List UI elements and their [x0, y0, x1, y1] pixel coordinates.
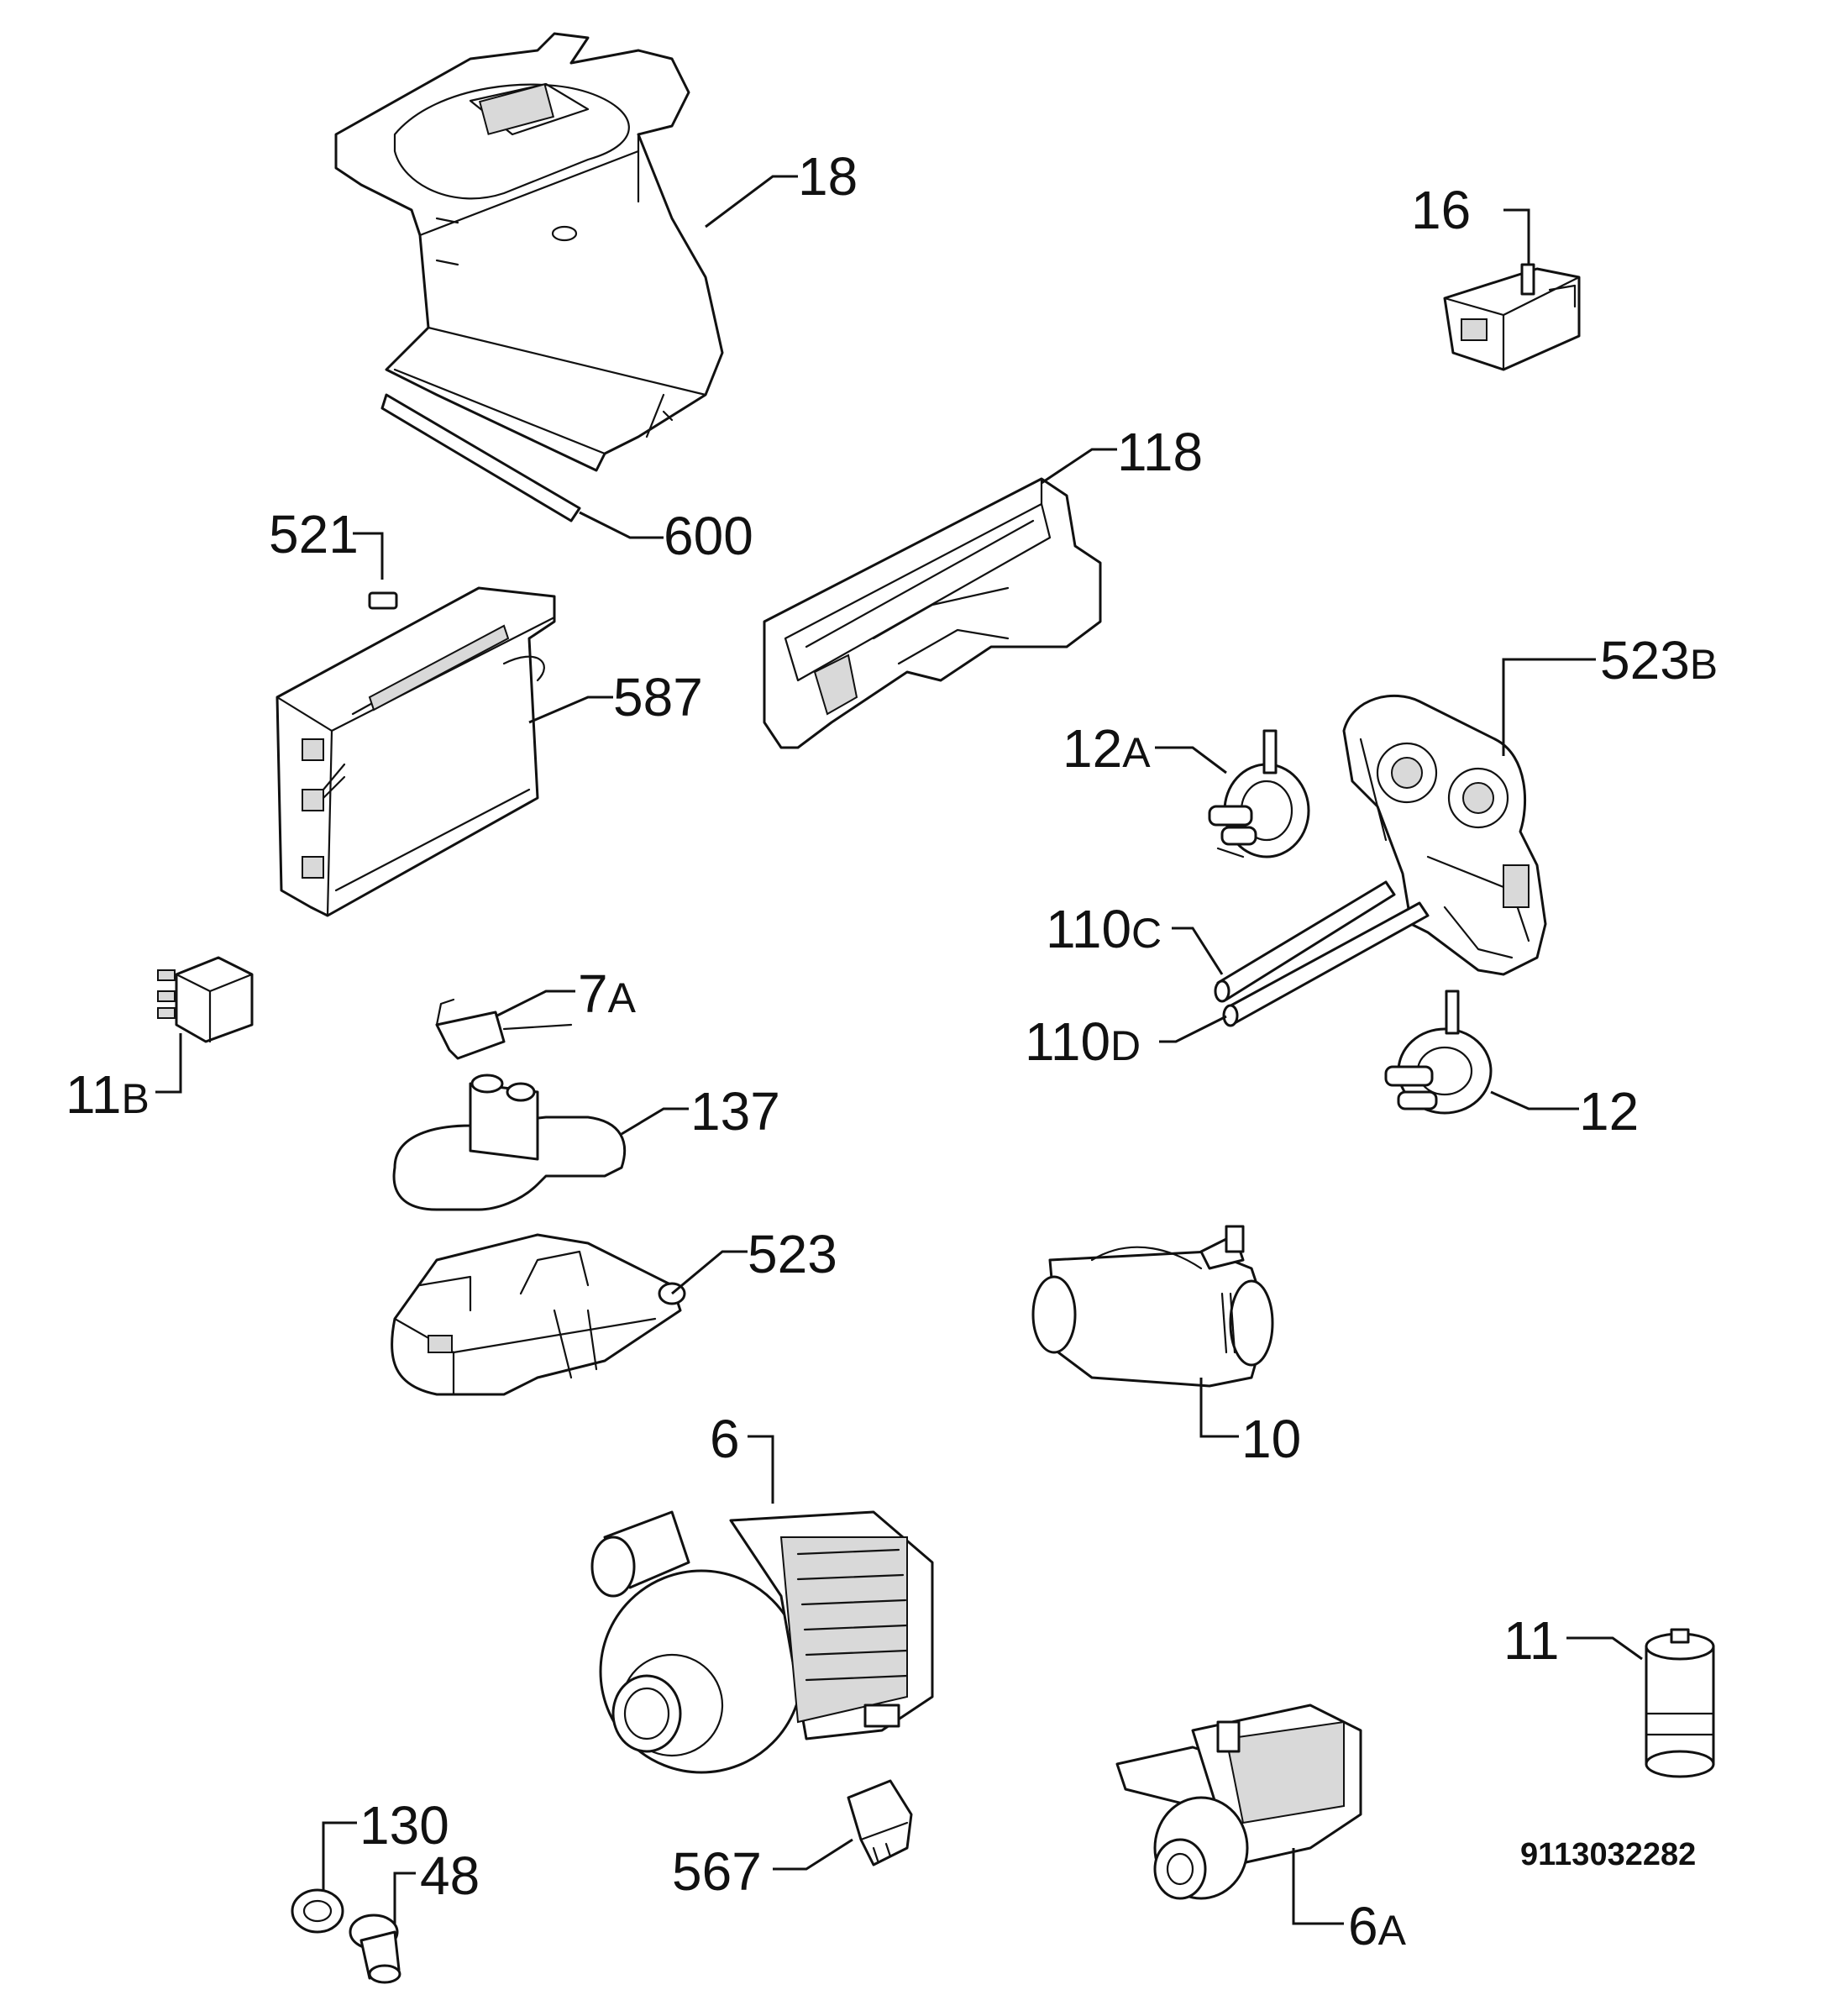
label-137: 137 — [690, 1081, 780, 1142]
leader-11b — [155, 1033, 182, 1094]
leader-110c — [1172, 927, 1224, 975]
part-16-switch — [1443, 263, 1581, 371]
part-11b-relay — [157, 956, 254, 1043]
leader-12 — [1490, 1090, 1579, 1110]
leader-6 — [748, 1435, 774, 1504]
label-130: 130 — [359, 1795, 449, 1856]
leader-6a — [1292, 1848, 1344, 1925]
part-10-drain-pump — [1031, 1225, 1274, 1388]
label-6: 6 — [710, 1409, 740, 1469]
leader-48 — [393, 1872, 416, 1924]
label-11b: 11B — [66, 1064, 150, 1125]
part-523b-bracket — [1342, 695, 1547, 976]
leader-110d — [1159, 1015, 1227, 1043]
part-110c-hose — [1214, 880, 1396, 1003]
label-521: 521 — [269, 504, 359, 564]
part-12-pressure-switch — [1384, 990, 1493, 1115]
part-118-dispenser — [763, 477, 1102, 749]
label-12: 12 — [1579, 1081, 1639, 1142]
part-11-capacitor — [1645, 1628, 1715, 1778]
leader-18 — [705, 175, 798, 228]
label-523b: 523B — [1600, 630, 1718, 690]
leader-130 — [322, 1821, 357, 1890]
part-567-clip — [847, 1779, 913, 1866]
label-110d: 110D — [1025, 1011, 1141, 1072]
label-567: 567 — [672, 1841, 762, 1902]
label-6a: 6A — [1348, 1896, 1407, 1956]
leader-10 — [1199, 1378, 1239, 1438]
part-587-control-module — [275, 586, 556, 917]
label-16: 16 — [1411, 180, 1471, 240]
part-12a-pressure-switch — [1208, 729, 1310, 858]
part-521-connector — [368, 591, 398, 610]
label-12a: 12A — [1063, 718, 1151, 779]
leader-12a — [1155, 746, 1227, 774]
label-587: 587 — [613, 667, 703, 727]
part-110d-hose — [1222, 901, 1430, 1027]
part-6-circulation-pump — [590, 1510, 934, 1774]
leader-567 — [773, 1838, 853, 1871]
leader-16 — [1503, 208, 1530, 265]
document-code: 9113032282 — [1520, 1837, 1696, 1872]
label-523: 523 — [748, 1224, 837, 1284]
leader-137 — [621, 1107, 689, 1136]
label-600: 600 — [664, 506, 753, 566]
label-10: 10 — [1241, 1409, 1301, 1469]
label-118: 118 — [1117, 422, 1203, 482]
leader-523 — [671, 1250, 748, 1295]
part-48-plug — [349, 1914, 401, 1984]
label-18: 18 — [798, 146, 858, 207]
leader-11 — [1566, 1636, 1643, 1661]
leader-7a — [495, 990, 575, 1018]
label-11: 11 — [1503, 1610, 1559, 1671]
label-48: 48 — [420, 1845, 480, 1906]
part-6a-drain-pump — [1115, 1704, 1362, 1900]
part-130-ring — [291, 1888, 344, 1934]
label-110c: 110C — [1046, 899, 1162, 959]
leader-587 — [528, 696, 613, 724]
leader-523b — [1502, 658, 1596, 756]
part-600-seal-strip — [380, 393, 581, 522]
part-137-cover — [392, 1074, 627, 1211]
label-7a: 7A — [578, 963, 637, 1024]
part-18-duct — [334, 32, 724, 472]
leader-118 — [1041, 448, 1117, 485]
part-7a-sensor — [435, 998, 573, 1060]
part-523-housing — [391, 1233, 686, 1396]
leader-521 — [353, 532, 384, 580]
leader-600 — [579, 511, 664, 539]
